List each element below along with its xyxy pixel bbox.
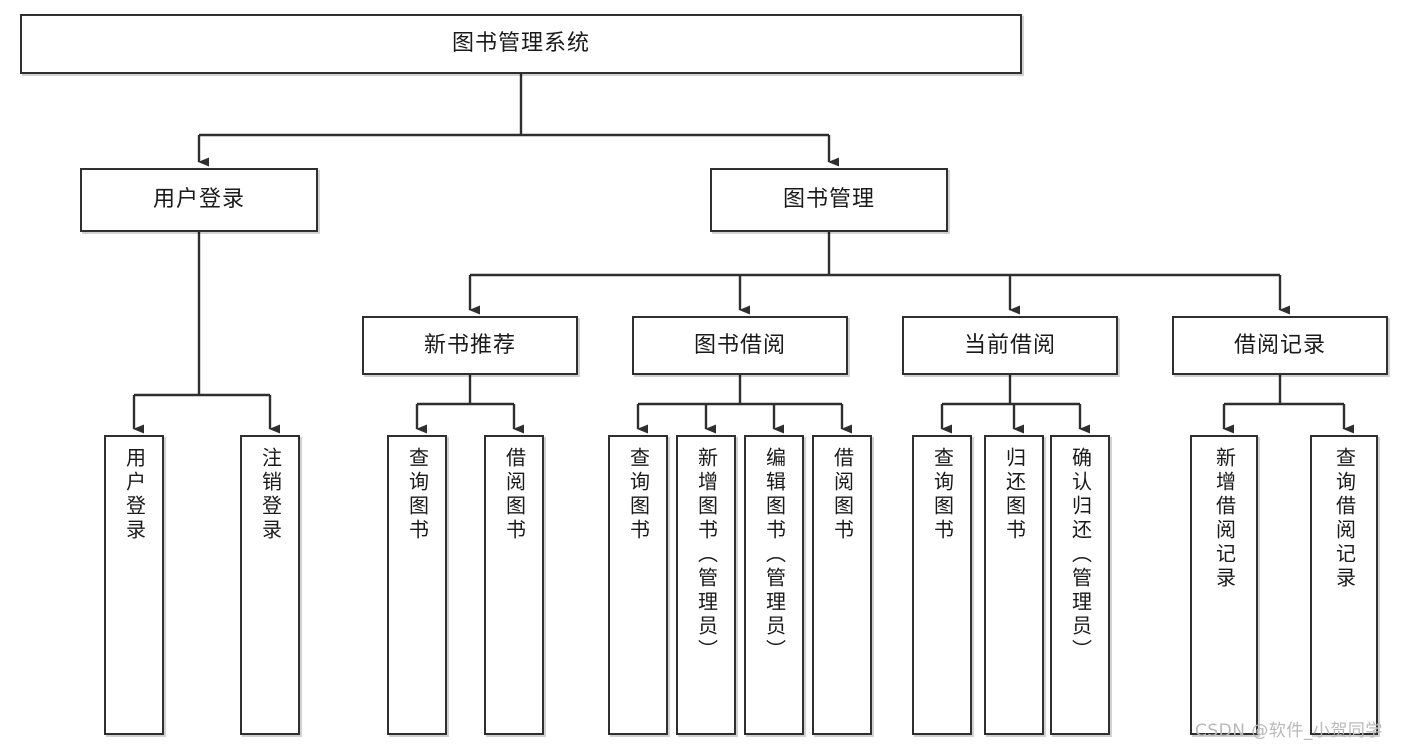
leaf-return-book-label: 归还图书 [1002, 447, 1027, 543]
leaf-edit-book-admin-label: 编辑图书（管理员） [762, 447, 787, 663]
node-user-login-label: 用户登录 [152, 187, 245, 213]
node-current-borrow[interactable]: 当前借阅 [902, 316, 1118, 375]
leaf-query-borrow-record[interactable]: 查询借阅记录 [1310, 435, 1378, 735]
node-book-management-label: 图书管理 [782, 187, 875, 213]
node-book-borrow[interactable]: 图书借阅 [632, 316, 848, 375]
leaf-query-book-newbook[interactable]: 查询图书 [387, 435, 447, 735]
leaf-user-login[interactable]: 用户登录 [104, 435, 164, 735]
node-current-borrow-label: 当前借阅 [963, 332, 1056, 358]
node-user-login[interactable]: 用户登录 [80, 168, 318, 232]
leaf-add-borrow-record-label: 新增借阅记录 [1212, 447, 1237, 591]
leaf-query-book-newbook-label: 查询图书 [405, 447, 430, 543]
leaf-add-borrow-record[interactable]: 新增借阅记录 [1190, 435, 1258, 735]
leaf-add-book-admin[interactable]: 新增图书（管理员） [676, 435, 736, 735]
leaf-logout[interactable]: 注销登录 [240, 435, 300, 735]
leaf-query-borrow-record-label: 查询借阅记录 [1332, 447, 1357, 591]
node-new-book-recommend[interactable]: 新书推荐 [362, 316, 578, 375]
node-book-management[interactable]: 图书管理 [710, 168, 948, 232]
node-new-book-recommend-label: 新书推荐 [423, 332, 516, 358]
leaf-add-book-admin-label: 新增图书（管理员） [694, 447, 719, 663]
leaf-query-book-borrow[interactable]: 查询图书 [608, 435, 668, 735]
leaf-confirm-return-admin-label: 确认归还（管理员） [1068, 447, 1093, 663]
leaf-query-book-current[interactable]: 查询图书 [912, 435, 972, 735]
node-borrow-record-label: 借阅记录 [1233, 332, 1326, 358]
leaf-return-book[interactable]: 归还图书 [984, 435, 1044, 735]
leaf-edit-book-admin[interactable]: 编辑图书（管理员） [744, 435, 804, 735]
leaf-borrow-book-newbook[interactable]: 借阅图书 [484, 435, 544, 735]
leaf-confirm-return-admin[interactable]: 确认归还（管理员） [1050, 435, 1110, 735]
node-root-label: 图书管理系统 [451, 31, 590, 57]
leaf-user-login-label: 用户登录 [122, 447, 147, 543]
node-root[interactable]: 图书管理系统 [20, 14, 1022, 74]
csdn-watermark: CSDN @软件_小贺同学 [1195, 721, 1383, 741]
leaf-query-book-borrow-label: 查询图书 [626, 447, 651, 543]
leaf-borrow-book-newbook-label: 借阅图书 [502, 447, 527, 543]
leaf-query-book-current-label: 查询图书 [930, 447, 955, 543]
leaf-logout-label: 注销登录 [258, 447, 283, 543]
leaf-borrow-book[interactable]: 借阅图书 [812, 435, 872, 735]
node-book-borrow-label: 图书借阅 [693, 332, 786, 358]
node-borrow-record[interactable]: 借阅记录 [1172, 316, 1388, 375]
leaf-borrow-book-label: 借阅图书 [830, 447, 855, 543]
